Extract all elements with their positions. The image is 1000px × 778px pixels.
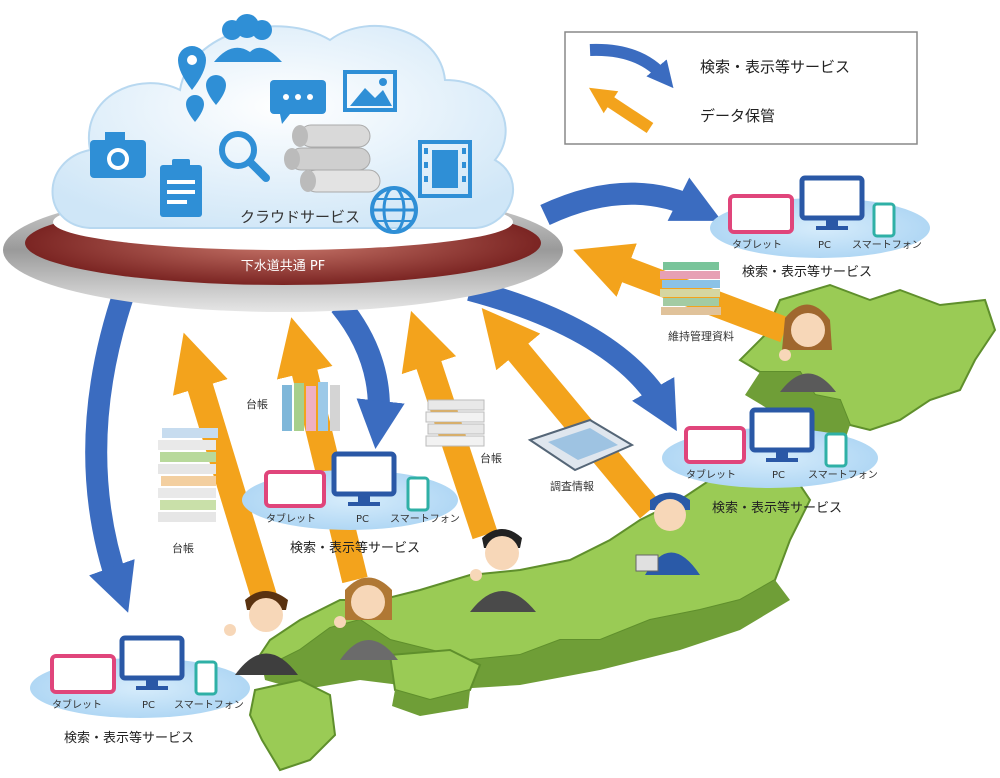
person-worker [635,492,700,575]
person-woman-center [334,577,398,660]
storage-cylinders-icon [284,124,381,193]
pc-monitor-icon [749,407,815,453]
search-arrow-left [85,286,136,613]
device-label-tablet: タブレット [52,698,102,711]
users-icon [214,14,282,62]
storage-arrows [172,243,790,604]
cloud-label: クラウドサービス [240,208,360,226]
smartphone-icon [406,476,430,512]
service-label-bottom-left: 検索・表示等サービス [64,730,194,746]
platform-label: 下水道共通 PF [241,259,325,274]
device-label-pc: PC [772,470,785,481]
camera-icon [90,132,146,178]
device-label-pc: PC [142,700,155,711]
search-arrow-right-upper [540,177,722,225]
tablet-icon [264,470,326,508]
legend-search-arrow [589,43,674,89]
device-label-tablet: タブレット [732,238,782,251]
legend-storage-arrow [588,87,654,134]
maintenance-docs-label: 維持管理資料 [668,329,734,343]
survey-label: 調査情報 [550,479,594,493]
storage-arrow-2 [276,317,368,584]
chat-bubble-icon [270,80,326,124]
search-icon [219,131,270,182]
tablet-icon [684,426,746,464]
survey-tablet: 調査情報 [527,418,635,493]
device-label-smartphone: スマートフォン [808,470,878,481]
device-label-tablet: タブレット [266,512,316,525]
search-arrow-right-lower [467,279,677,432]
cloud-icons [90,14,472,234]
legend: 検索・表示等サービス データ保管 [564,31,918,145]
tablet-icon [50,654,116,694]
ledger-stack-left: 台帳 [158,428,218,555]
device-label-smartphone: スマートフォン [174,700,244,711]
ledger-stack-right: 台帳 [425,399,502,465]
pc-monitor-icon [119,635,185,681]
pc-monitor-icon [799,175,865,221]
device-label-tablet: タブレット [686,468,736,481]
search-arrow-center [331,298,405,450]
storage-arrow-1 [172,332,278,604]
smartphone-icon [194,660,218,696]
tablet-icon [728,194,794,234]
device-label-smartphone: スマートフォン [852,240,922,251]
pc-monitor-icon [331,451,397,497]
maintenance-docs-stack: 維持管理資料 [660,262,734,343]
storage-arrow-4 [481,308,660,519]
device-label-smartphone: スマートフォン [390,514,460,525]
search-arrows [85,177,722,613]
globe-icon [370,186,418,234]
legend-search-label: 検索・表示等サービス [700,58,850,76]
ledger-label-right: 台帳 [480,451,502,465]
service-label-top-right: 検索・表示等サービス [742,264,872,280]
device-label-pc: PC [818,240,831,251]
binders: 台帳 [246,382,340,431]
film-icon [418,140,472,198]
device-cluster-top-right: タブレット PC スマートフォン 検索・表示等サービス [710,175,930,280]
service-label-middle-right: 検索・表示等サービス [712,500,842,516]
person-man-left [224,591,298,675]
ledger-label-center: 台帳 [246,397,268,411]
image-icon [343,70,397,112]
device-cluster-bottom-left: タブレット PC スマートフォン 検索・表示等サービス [30,635,250,746]
smartphone-icon [824,432,848,468]
service-label-center: 検索・表示等サービス [290,540,420,556]
ledger-label-left: 台帳 [172,541,194,555]
map-kyushu [248,678,337,772]
legend-storage-label: データ保管 [700,107,775,125]
device-cluster-center: タブレット PC スマートフォン 検索・表示等サービス [242,451,460,556]
smartphone-icon [872,202,896,238]
person-man-center-right [470,529,536,612]
device-cluster-middle-right: タブレット PC スマートフォン 検索・表示等サービス [662,407,878,516]
location-pin-icon [178,46,226,122]
person-woman-hokkaido [779,304,836,392]
clipboard-icon [160,159,202,217]
device-label-pc: PC [356,514,369,525]
